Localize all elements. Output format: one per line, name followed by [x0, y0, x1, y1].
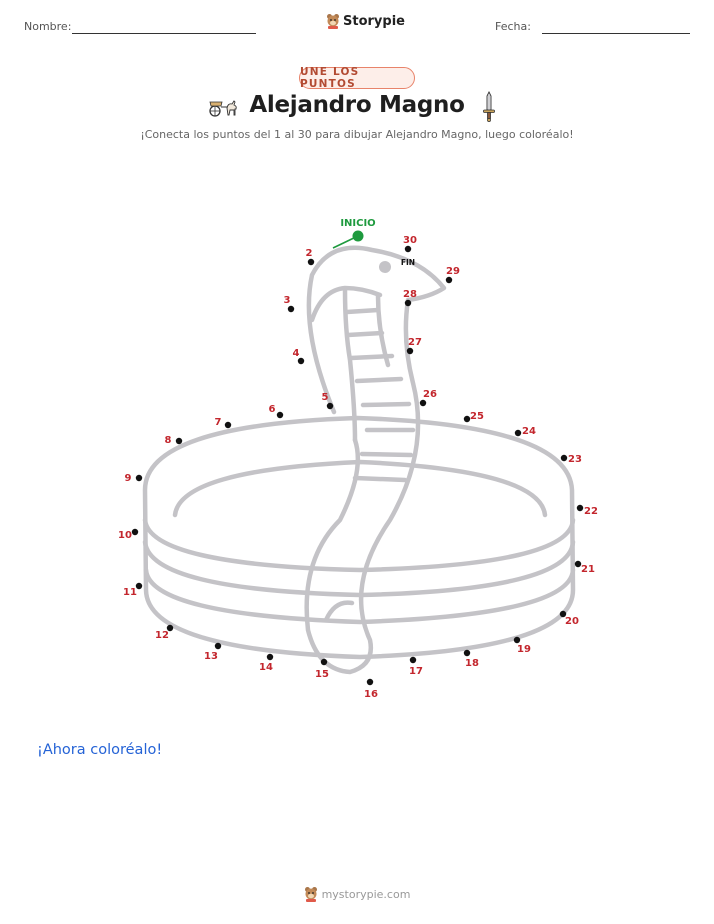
dot-label-16: 16	[364, 689, 378, 700]
dot-label-26: 26	[423, 389, 437, 400]
footer-mascot-icon	[304, 887, 317, 902]
dot-label-17: 17	[409, 666, 423, 677]
dot-label-23: 23	[568, 454, 582, 465]
dot-label-27: 27	[408, 337, 422, 348]
page-title: Alejandro Magno	[249, 92, 465, 118]
dots-layer: 2345678910111213141516171819202122232425…	[118, 230, 598, 700]
dot-2[interactable]	[307, 258, 315, 266]
dot-16[interactable]	[366, 678, 374, 686]
dot-12[interactable]	[166, 624, 174, 632]
end-label: FIN	[401, 258, 415, 267]
dot-30[interactable]	[404, 245, 412, 253]
dot-7[interactable]	[224, 421, 232, 429]
footer-url[interactable]: mystorypie.com	[321, 887, 411, 901]
dot-20[interactable]	[559, 610, 567, 618]
name-label: Nombre:	[24, 20, 72, 33]
dot-label-2: 2	[306, 248, 313, 259]
dot-label-30: 30	[403, 235, 417, 246]
dot-23[interactable]	[560, 454, 568, 462]
name-line[interactable]	[72, 33, 256, 34]
color-prompt: ¡Ahora coloréalo!	[37, 742, 163, 758]
dot-label-18: 18	[465, 658, 479, 669]
chariot-icon	[209, 100, 237, 117]
dot-label-21: 21	[581, 564, 595, 575]
dot-label-5: 5	[322, 392, 329, 403]
dot-label-4: 4	[293, 348, 300, 359]
dot-label-10: 10	[118, 530, 132, 541]
dot-14[interactable]	[266, 653, 274, 661]
dot-label-11: 11	[123, 587, 137, 598]
dot-label-13: 13	[204, 651, 218, 662]
sword-icon	[483, 90, 495, 122]
dot-label-22: 22	[584, 506, 598, 517]
date-label: Fecha:	[495, 20, 531, 33]
start-label: INICIO	[340, 218, 375, 229]
dot-6[interactable]	[276, 411, 284, 419]
dot-26[interactable]	[419, 399, 427, 407]
dot-label-15: 15	[315, 669, 329, 680]
dot-10[interactable]	[131, 528, 139, 536]
dot-28[interactable]	[404, 299, 412, 307]
dot-label-8: 8	[165, 435, 172, 446]
dot-8[interactable]	[175, 437, 183, 445]
dot-9[interactable]	[135, 474, 143, 482]
dot-label-7: 7	[215, 417, 222, 428]
cobra-eye	[379, 261, 391, 273]
brand-name: Storypie	[343, 13, 405, 29]
dot-label-12: 12	[155, 630, 169, 641]
dot-label-3: 3	[284, 295, 291, 306]
dot-1[interactable]	[352, 230, 364, 242]
dot-label-9: 9	[125, 473, 132, 484]
dot-11[interactable]	[135, 582, 143, 590]
dot-3[interactable]	[287, 305, 295, 313]
dot-13[interactable]	[214, 642, 222, 650]
dot-label-25: 25	[470, 411, 484, 422]
dot-label-28: 28	[403, 289, 417, 300]
dot-24[interactable]	[514, 429, 522, 437]
dot-label-24: 24	[522, 426, 536, 437]
brand-logo: Storypie	[326, 13, 405, 29]
instructions: ¡Conecta los puntos del 1 al 30 para dib…	[140, 128, 574, 141]
dot-18[interactable]	[463, 649, 471, 657]
dot-22[interactable]	[576, 504, 584, 512]
activity-badge: UNE LOS PUNTOS	[299, 66, 415, 90]
dot-label-6: 6	[269, 404, 276, 415]
storypie-mascot-icon	[327, 14, 339, 29]
dot-label-14: 14	[259, 662, 273, 673]
footer: mystorypie.com	[0, 886, 714, 902]
date-line[interactable]	[542, 33, 690, 34]
dot-label-19: 19	[517, 644, 531, 655]
dot-label-29: 29	[446, 266, 460, 277]
dot-4[interactable]	[297, 357, 305, 365]
dot-29[interactable]	[445, 276, 453, 284]
dot-label-20: 20	[565, 616, 579, 627]
dot-25[interactable]	[463, 415, 471, 423]
dot-27[interactable]	[406, 347, 414, 355]
dot-17[interactable]	[409, 656, 417, 664]
dot-21[interactable]	[574, 560, 582, 568]
dot-15[interactable]	[320, 658, 328, 666]
dot-19[interactable]	[513, 636, 521, 644]
dot-5[interactable]	[326, 402, 334, 410]
drawing-outline	[142, 245, 576, 675]
